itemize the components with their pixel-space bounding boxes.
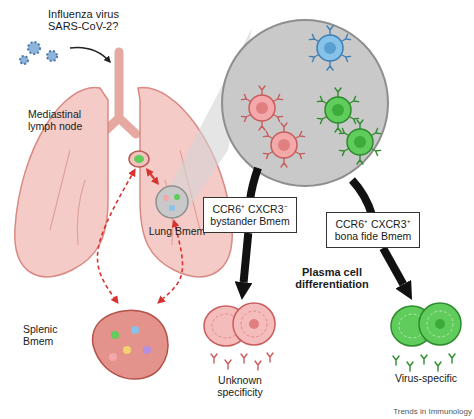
box-text: CCR6⁺ CXCR3⁺ bona fide Bmem (331, 218, 415, 242)
b-cell (325, 97, 351, 123)
spleen: Splenic Bmem (85, 305, 175, 385)
b-cell (317, 35, 343, 61)
nucleus (332, 104, 344, 116)
illustration-part (241, 311, 267, 337)
bcr-antibody (339, 120, 380, 164)
virus-particle (28, 42, 40, 54)
differentiation-arrow-start (250, 168, 258, 200)
b-cell (271, 132, 297, 158)
bcr-antibody (241, 86, 282, 130)
plasma-cells-virus-specific: Virus-specific (390, 300, 462, 350)
illustration-part (109, 353, 117, 361)
antibody (407, 362, 413, 371)
node-label: Splenic Bmem (23, 323, 73, 347)
antibody (393, 356, 399, 365)
connector-arrow (97, 175, 131, 297)
illustration-part (123, 346, 131, 354)
antibody (435, 362, 441, 371)
bystander-bmem-box: CCR6⁺ CXCR3⁻ bystander Bmem (203, 197, 297, 233)
bcr-antibody (317, 88, 358, 132)
bona-fide-bmem-box: CCR6⁺ CXCR3⁺ bona fide Bmem (326, 212, 420, 248)
infection-arrow (70, 48, 110, 62)
antibody (255, 361, 261, 370)
plasma-cells-unknown: Unknown specificity (202, 300, 277, 350)
illustration-part (233, 303, 275, 345)
bcr-antibody (309, 26, 350, 70)
virus-particle (47, 51, 57, 61)
node-label: Lung Bmem (147, 225, 207, 237)
illustration-part (93, 310, 168, 379)
process-label: Plasma cell differentiation (292, 266, 372, 290)
illustration-part (169, 205, 175, 211)
lung-bmem-site: Lung Bmem (155, 185, 189, 219)
lymph-node: Mediastinal lymph node (128, 150, 150, 168)
virus-label: Influenza virus SARS-CoV-2? (48, 8, 138, 32)
illustration-part (174, 194, 180, 200)
virus-particle (20, 56, 28, 64)
antibody (421, 355, 427, 364)
illustration-part (131, 326, 139, 334)
nucleus (354, 136, 366, 148)
lymph-node-shape (128, 150, 150, 168)
illustration-part (156, 186, 188, 218)
illustration-part (163, 195, 169, 201)
antibody (211, 354, 217, 363)
illustration-part (427, 311, 453, 337)
connector-arrow (383, 248, 403, 284)
nucleus (256, 102, 268, 114)
illustration-part (249, 319, 259, 329)
node-label: Virus-specific (384, 372, 468, 384)
differentiation-arrow-start (352, 180, 372, 215)
antibody (225, 360, 231, 369)
illustration-part (129, 151, 149, 167)
connector-arrow (244, 233, 249, 282)
illustration-part (143, 346, 151, 354)
antibody (267, 353, 273, 362)
b-cell (249, 95, 275, 121)
plasma-cells-virus-specific-shape (390, 300, 462, 350)
spleen-shape (85, 305, 175, 385)
illustration-part (435, 319, 445, 329)
connector-arrow (151, 174, 154, 178)
box-text: CCR6⁺ CXCR3⁻ bystander Bmem (208, 203, 292, 227)
lung-bmem-site-shape (155, 185, 189, 219)
secreted-antibodies (211, 353, 455, 371)
antibody (241, 354, 247, 363)
antibody (449, 354, 455, 363)
virus-icon (20, 42, 57, 64)
journal-watermark: Trends in Immunology (380, 406, 472, 418)
bcr-antibody (263, 123, 304, 167)
node-label: Mediastinal lymph node (28, 108, 108, 132)
magnified-lung (222, 20, 388, 186)
illustration-part (134, 155, 144, 163)
b-cell (347, 129, 373, 155)
connector-arrow (163, 227, 182, 299)
memory-b-cells (241, 26, 380, 167)
illustration-part (111, 331, 119, 339)
node-label: Unknown specificity (210, 374, 270, 398)
nucleus (278, 139, 290, 151)
plasma-cells-unknown-shape (202, 300, 277, 350)
illustration-part (419, 303, 461, 345)
nucleus (324, 42, 336, 54)
